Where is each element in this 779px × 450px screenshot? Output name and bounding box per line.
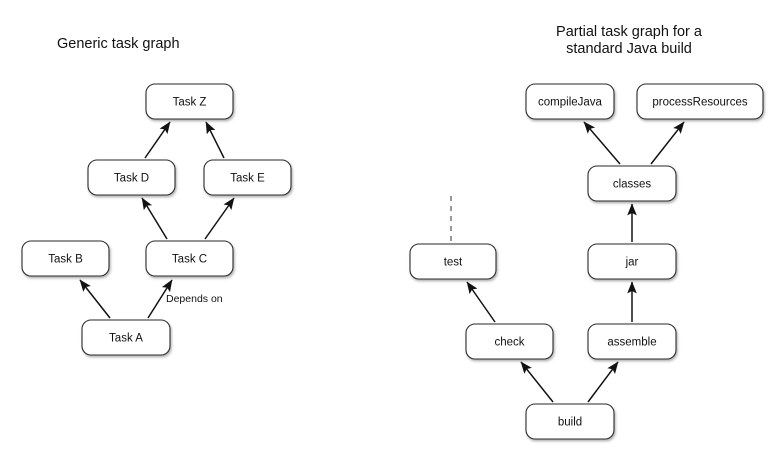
node-processResources[interactable]: processResources [636, 83, 764, 120]
node-build-label: build [558, 417, 582, 429]
node-assemble-box [587, 323, 677, 360]
node-taskZ[interactable]: Task Z [145, 83, 234, 120]
edge-taskE-to-taskZ [205, 121, 225, 159]
node-classes-label: classes [613, 179, 652, 191]
node-classes[interactable]: classes [587, 165, 677, 202]
node-check-box [465, 323, 554, 360]
left-graph-edges [79, 121, 235, 319]
node-jar-box [587, 243, 677, 280]
node-build[interactable]: build [525, 403, 615, 440]
node-assemble-label: assemble [607, 337, 656, 349]
edge-build-to-assemble [587, 361, 619, 403]
right-graph-edges [450, 121, 685, 403]
edge-classes-to-processResources [650, 121, 685, 165]
left-graph-title: Generic task graph [57, 36, 180, 52]
edge-taskA-to-taskC [147, 279, 173, 319]
node-taskB[interactable]: Task B [21, 240, 110, 277]
right-graph-title-line-1: Partial task graph for a [556, 24, 703, 40]
node-processResources-box [636, 83, 764, 120]
edge-classes-to-compileJava [583, 121, 621, 165]
node-taskD-box [87, 159, 176, 196]
node-assemble[interactable]: assemble [587, 323, 677, 360]
node-taskC-box [145, 240, 234, 277]
node-taskD[interactable]: Task D [87, 159, 176, 196]
node-taskE-label: Task E [230, 173, 265, 185]
node-compileJava-box [525, 83, 615, 120]
node-taskA-box [81, 319, 171, 356]
node-check-label: check [494, 337, 524, 349]
edge-label-depends-on: Depends on [166, 293, 223, 305]
edge-taskC-to-taskD [141, 197, 168, 240]
node-build-box [525, 403, 615, 440]
node-taskE-box [203, 159, 292, 196]
node-taskA[interactable]: Task A [81, 319, 171, 356]
right-graph: Partial task graph for a standard Java b… [409, 24, 764, 440]
node-classes-box [587, 165, 677, 202]
node-compileJava[interactable]: compileJava [525, 83, 615, 120]
node-taskE[interactable]: Task E [203, 159, 292, 196]
node-test-label: test [444, 257, 463, 269]
left-graph: Generic task graph Task Z Task D Task E [21, 36, 292, 356]
node-taskC[interactable]: Task C [145, 240, 234, 277]
node-compileJava-label: compileJava [538, 97, 603, 109]
node-test-box [409, 243, 497, 280]
right-graph-title-line-2: standard Java build [566, 41, 692, 57]
node-jar-label: jar [625, 257, 639, 269]
node-check[interactable]: check [465, 323, 554, 360]
node-taskZ-box [145, 83, 234, 120]
edge-taskA-to-taskB [79, 279, 111, 319]
node-taskB-box [21, 240, 110, 277]
edge-taskC-to-taskE [204, 197, 235, 240]
edge-taskD-to-taskZ [144, 121, 171, 159]
node-test[interactable]: test [409, 243, 497, 280]
node-taskB-label: Task B [48, 254, 83, 266]
node-taskC-label: Task C [172, 254, 207, 266]
node-jar[interactable]: jar [587, 243, 677, 280]
node-processResources-label: processResources [652, 97, 747, 109]
node-taskA-label: Task A [109, 333, 143, 345]
edge-check-to-test [466, 281, 496, 323]
node-taskD-label: Task D [114, 173, 149, 185]
edge-build-to-check [520, 361, 554, 403]
node-taskZ-label: Task Z [173, 97, 207, 109]
